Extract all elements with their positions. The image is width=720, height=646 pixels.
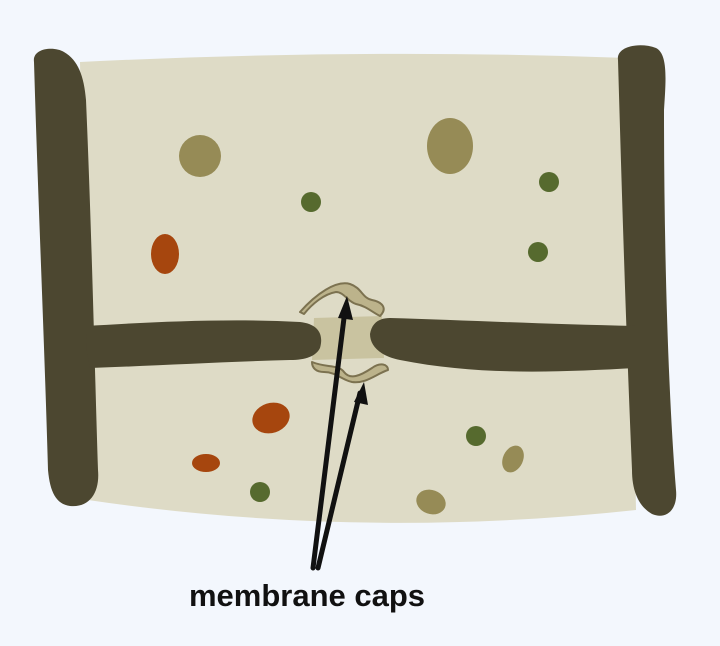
septum-right: [370, 318, 636, 372]
organelle-orange: [192, 454, 220, 472]
septal-pore: [312, 316, 384, 360]
membrane-cap-upper: [299, 282, 385, 317]
organelle-green: [301, 192, 321, 212]
arrow-to-upper-cap: [310, 296, 353, 571]
organelle-tan: [416, 489, 446, 515]
organelle-tan: [427, 118, 473, 174]
left-cell-wall: [33, 48, 99, 507]
organelle-green: [250, 482, 270, 502]
organelle-green: [539, 172, 559, 192]
organelle-tan: [502, 445, 524, 473]
organelle-green: [528, 242, 548, 262]
membrane-cap-lower: [311, 361, 389, 384]
organelle-tan: [179, 135, 221, 177]
organelle-orange: [252, 402, 290, 434]
arrowhead-icon: [338, 296, 353, 320]
membrane-caps-label: membrane caps: [189, 578, 425, 613]
arrow-to-lower-cap: [315, 382, 368, 571]
organelle-orange: [151, 234, 179, 274]
arrowhead-icon: [354, 382, 368, 405]
organelle-green: [466, 426, 486, 446]
right-cell-wall: [617, 45, 677, 516]
septum-left: [86, 320, 322, 368]
